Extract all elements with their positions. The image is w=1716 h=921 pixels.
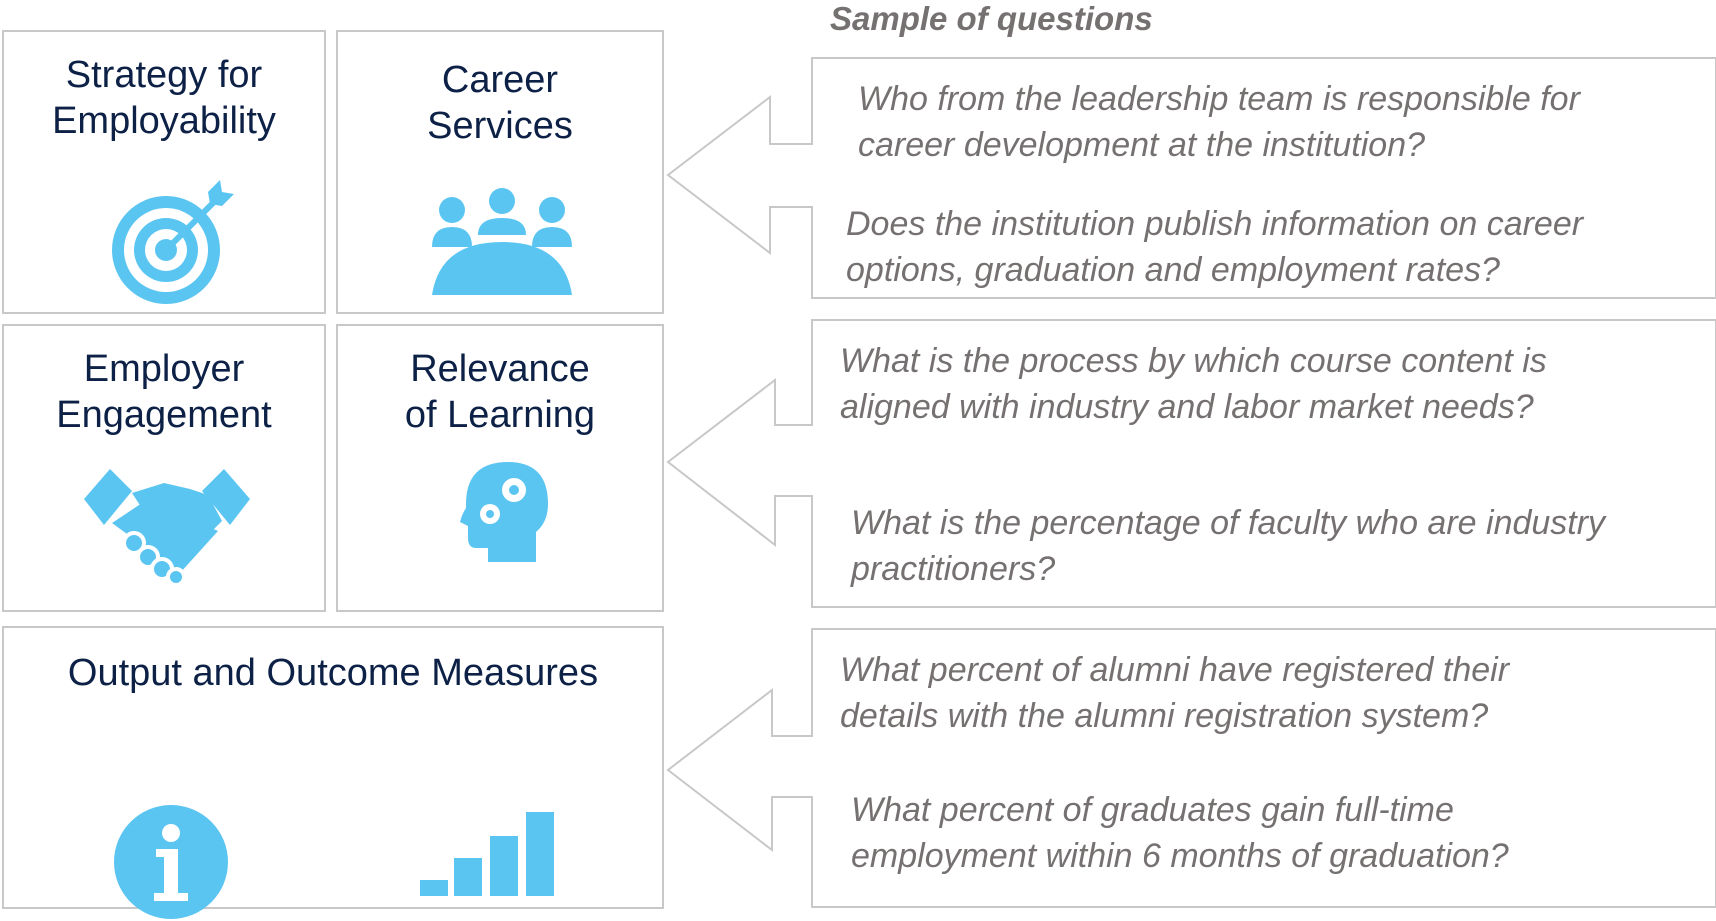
- question-4: What is the percentage of faculty who ar…: [851, 504, 1606, 588]
- employer-title: Employer Engagement: [56, 348, 272, 436]
- handshake-icon: [84, 469, 250, 586]
- target-icon: [112, 180, 234, 304]
- question-6: What percent of graduates gain full-time…: [851, 791, 1509, 875]
- bar-chart-icon: [420, 812, 554, 896]
- employer-box: Employer Engagement: [2, 324, 326, 612]
- question-2: Does the institution publish information…: [846, 205, 1584, 289]
- info-icon: [114, 805, 228, 919]
- question-1: Who from the leadership team is responsi…: [858, 80, 1580, 164]
- career-box: Career Services: [336, 30, 664, 314]
- relevance-title: Relevance of Learning: [404, 348, 596, 436]
- head-gears-icon: [460, 462, 548, 562]
- relevance-box: Relevance of Learning: [336, 324, 664, 612]
- meeting-icon: [432, 188, 572, 295]
- outcome-title: Output and Outcome Measures: [67, 652, 599, 694]
- strategy-title: Strategy for Employability: [52, 54, 276, 142]
- strategy-box: Strategy for Employability: [2, 30, 326, 314]
- callout-arrow-2: [666, 319, 1716, 608]
- outcome-box: Output and Outcome Measures: [2, 626, 664, 919]
- sample-questions-heading: Sample of questions: [830, 0, 1153, 37]
- career-title: Career Services: [427, 59, 573, 147]
- callout-arrow-1: [666, 57, 1716, 299]
- question-3: What is the process by which course cont…: [840, 342, 1547, 426]
- question-5: What percent of alumni have registered t…: [840, 651, 1510, 735]
- callout-arrow-3: [666, 628, 1716, 908]
